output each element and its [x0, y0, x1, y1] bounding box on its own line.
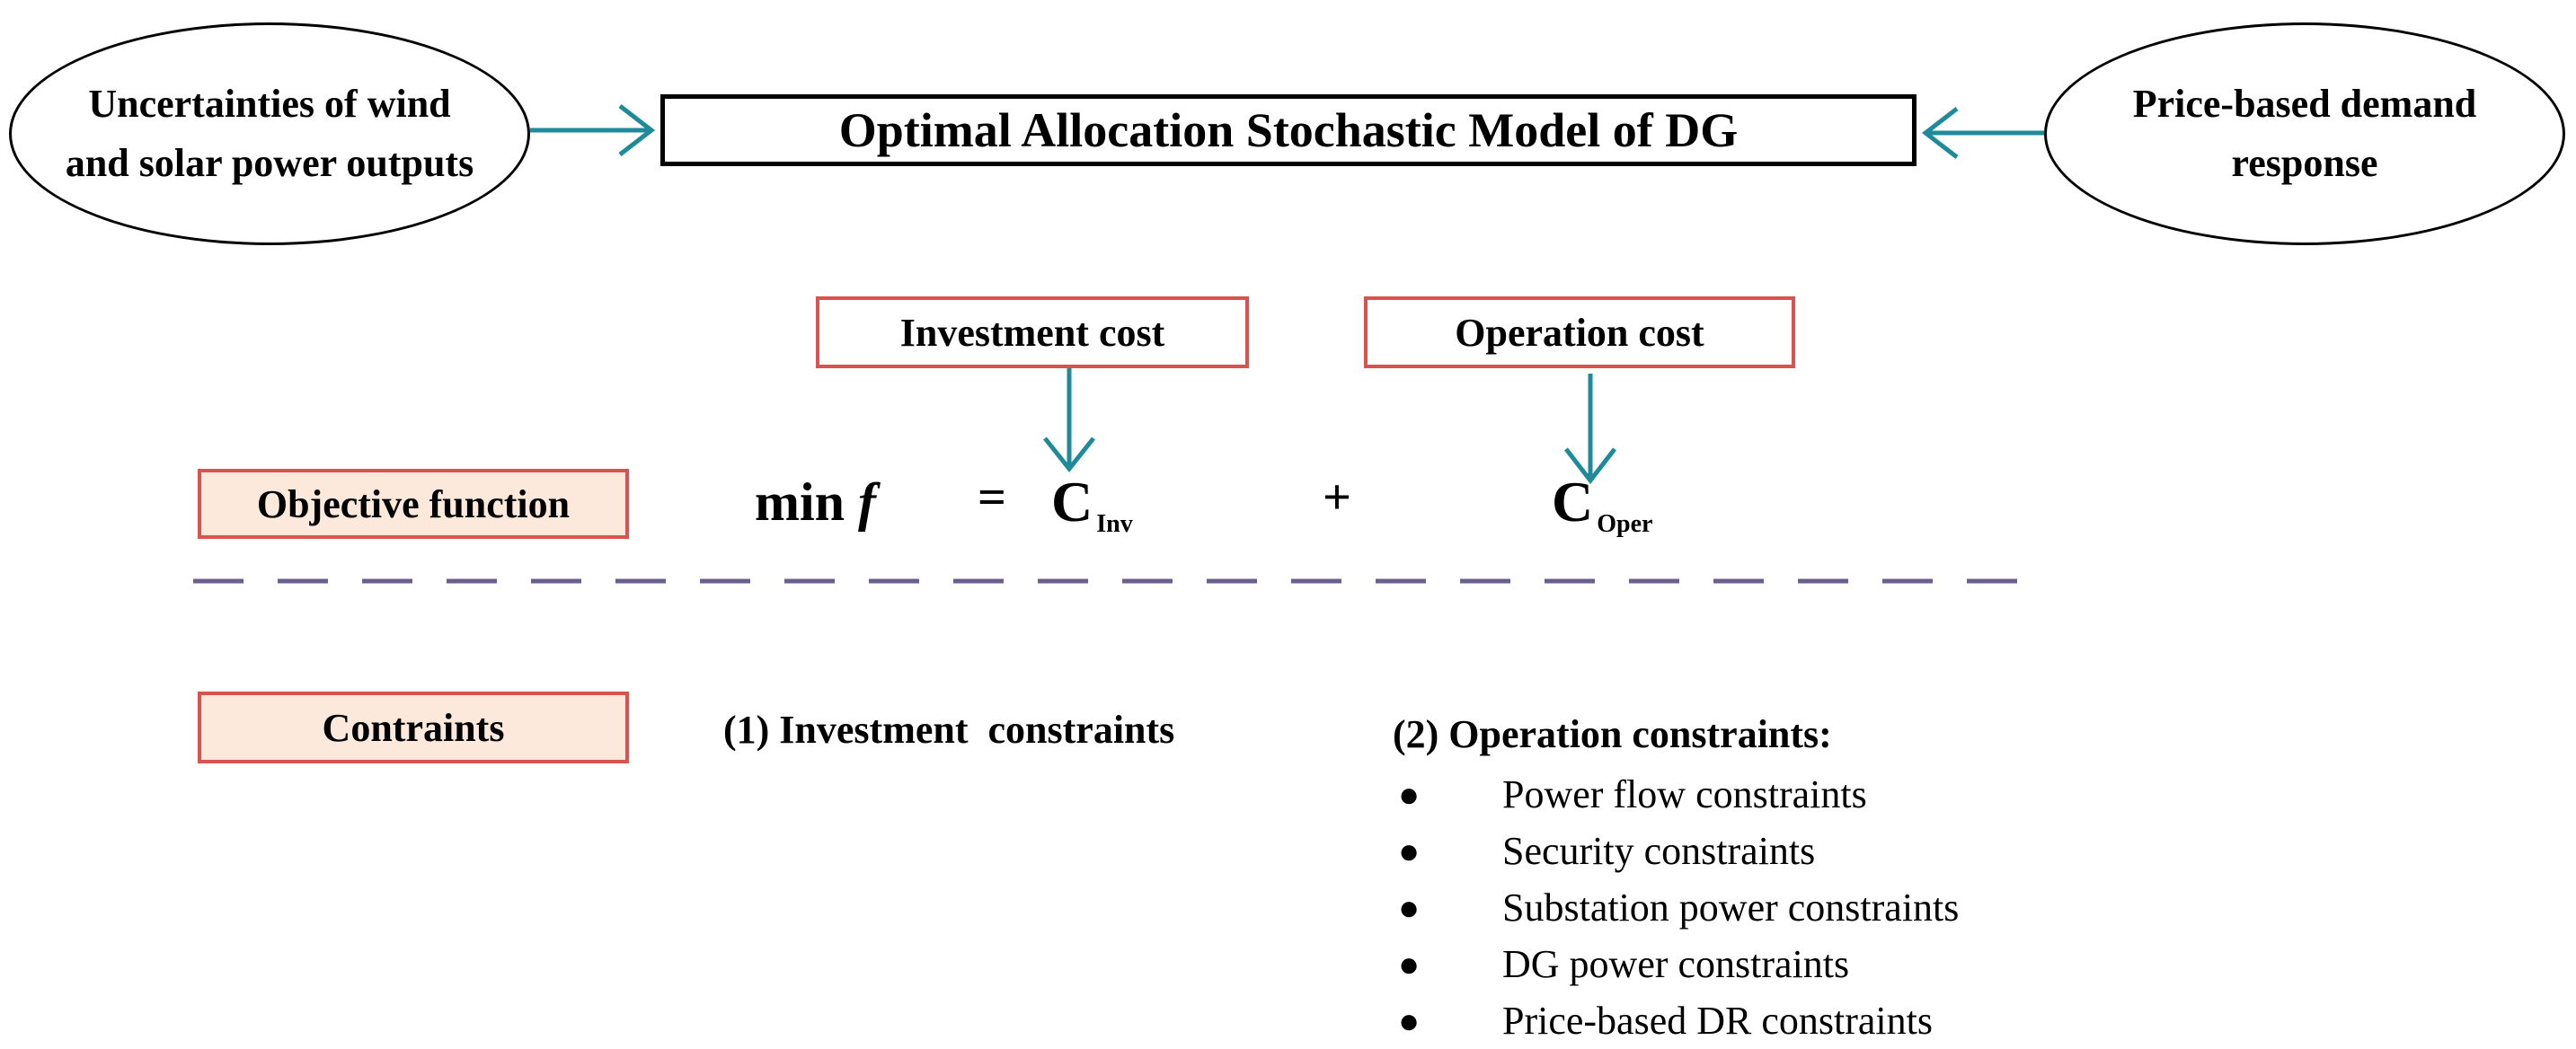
operation-constraints-list: ● Power flow constraints ● Security constr…: [1393, 766, 1959, 1049]
constraints-box: Contraints: [198, 692, 629, 763]
objective-function-label: Objective function: [256, 481, 571, 526]
investment-constraints-text: (1) Investment constraints: [723, 708, 1175, 752]
demand-response-line-2: response: [2231, 141, 2378, 185]
formula-c-inv-subscript: Inv: [1096, 510, 1133, 538]
operation-constraints-title: (2) Operation constraints:: [1393, 712, 1832, 756]
wind-solar-line-1: Uncertainties of wind: [88, 82, 451, 126]
model-title-box: Optimal Allocation Stochastic Model of D…: [660, 94, 1917, 166]
wind-solar-uncertainty-node: Uncertainties of wind and solar power ou…: [9, 22, 530, 245]
formula-plus: +: [1323, 470, 1351, 525]
bullet-icon: ●: [1398, 831, 1421, 871]
demand-response-line-1: Price-based demand: [2132, 82, 2477, 126]
constraints-label: Contraints: [322, 705, 505, 750]
list-item-text: Power flow constraints: [1502, 772, 1867, 816]
bullet-icon: ●: [1398, 887, 1421, 928]
list-item-text: DG power constraints: [1502, 942, 1850, 986]
model-title: Optimal Allocation Stochastic Model of D…: [838, 103, 1739, 157]
list-item: ● Power flow constraints: [1393, 766, 1959, 823]
arrow-right-to-model: [1921, 107, 2044, 159]
bullet-icon: ●: [1398, 944, 1421, 984]
formula-min-f: min f: [755, 472, 876, 533]
list-item: ● Security constraints: [1393, 823, 1959, 879]
list-item: ● DG power constraints: [1393, 936, 1959, 992]
arrow-investment-to-cinv: [1043, 368, 1095, 473]
investment-cost-box: Investment cost: [816, 296, 1249, 368]
formula-c-inv-symbol: C: [1051, 470, 1093, 533]
formula-equals: =: [978, 470, 1006, 525]
formula-min: min: [755, 472, 845, 532]
formula-c-oper-symbol: C: [1552, 470, 1594, 533]
investment-cost-label: Investment cost: [899, 310, 1165, 355]
bullet-icon: ●: [1398, 1001, 1421, 1041]
list-item-text: Substation power constraints: [1502, 886, 1960, 930]
list-item-text: Security constraints: [1502, 829, 1816, 873]
list-item-text: Price-based DR constraints: [1502, 999, 1933, 1043]
formula-f: f: [858, 472, 877, 532]
arrow-operation-to-coper: [1564, 374, 1616, 485]
formula-c-oper-subscript: Oper: [1597, 510, 1653, 538]
bullet-icon: ●: [1398, 774, 1421, 815]
demand-response-node: Price-based demand response: [2044, 22, 2565, 245]
list-item: ● Substation power constraints: [1393, 879, 1959, 936]
wind-solar-line-2: and solar power outputs: [65, 141, 474, 185]
operation-cost-box: Operation cost: [1364, 296, 1795, 368]
list-item: ● Price-based DR constraints: [1393, 992, 1959, 1049]
objective-function-box: Objective function: [198, 469, 629, 539]
operation-cost-label: Operation cost: [1455, 310, 1704, 355]
arrow-left-to-model: [530, 104, 656, 156]
